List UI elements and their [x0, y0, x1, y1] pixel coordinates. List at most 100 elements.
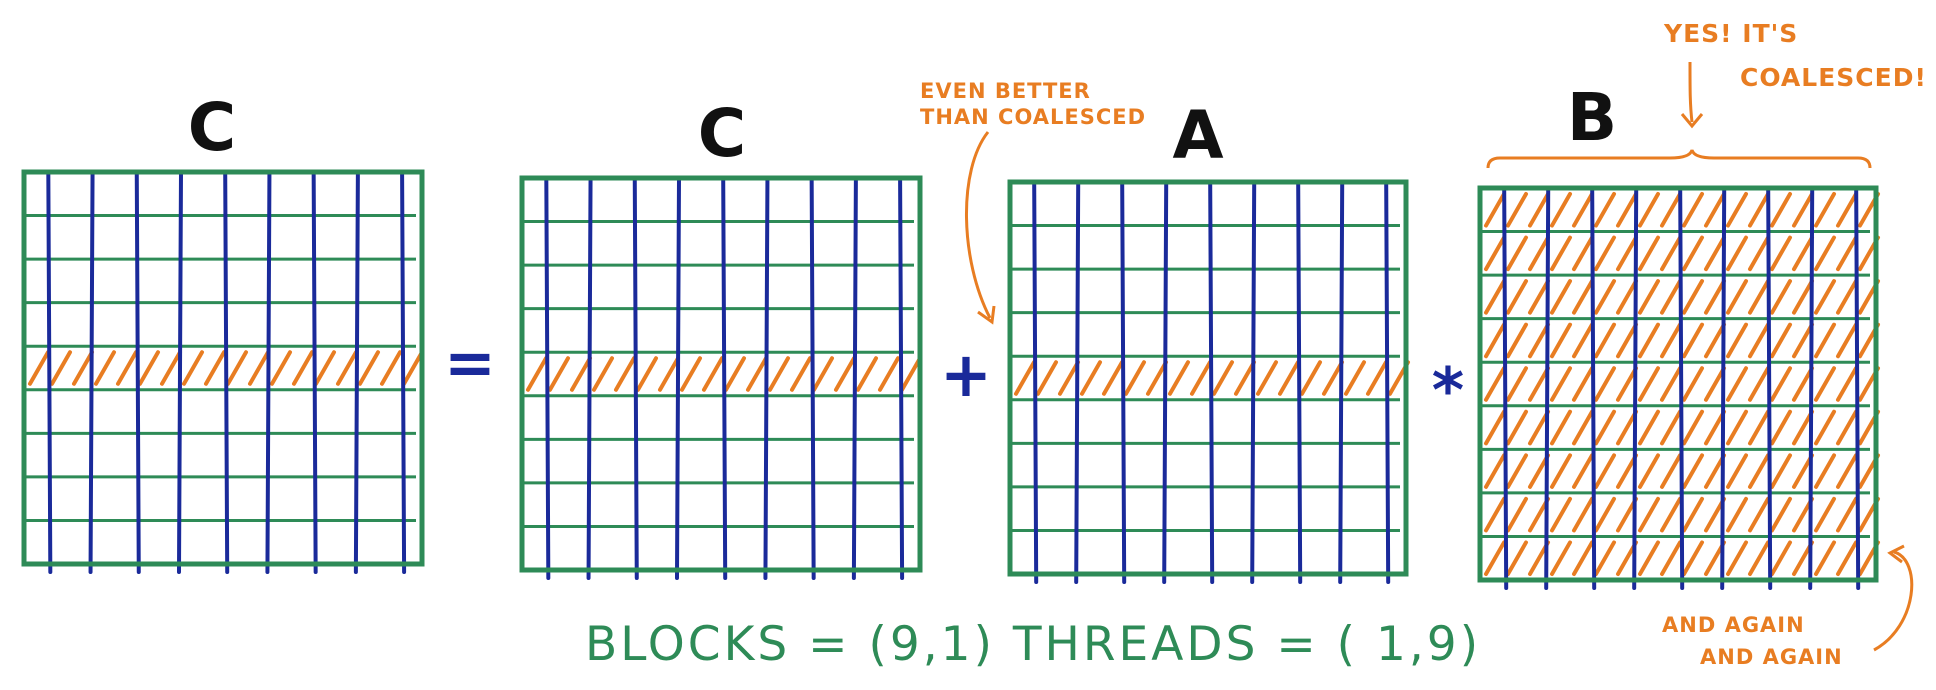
thread-column-line	[1074, 182, 1081, 584]
hatch-stroke	[768, 356, 790, 392]
hatch-stroke	[1682, 496, 1704, 533]
thread-column-line	[1544, 188, 1551, 590]
thread-column-line	[1590, 188, 1597, 590]
annotation-and-again: AND AGAIN AND AGAIN	[1662, 544, 1914, 669]
hatch-stroke	[336, 350, 358, 386]
hatch-stroke	[1704, 366, 1726, 402]
thread-column-line	[586, 178, 593, 580]
hatch-stroke	[1770, 409, 1792, 446]
thread-column-line	[809, 178, 816, 580]
hatch-stroke	[1660, 366, 1682, 402]
hatch-stroke	[1484, 235, 1506, 272]
hatch-stroke	[746, 356, 768, 392]
hatch-stroke	[1660, 409, 1682, 446]
matrix-label-a: A	[1172, 97, 1223, 174]
hatch-stroke	[1704, 409, 1726, 446]
hatch-stroke	[160, 350, 182, 386]
hatch-stroke	[1748, 453, 1770, 489]
hatch-stroke	[1344, 360, 1366, 396]
hatch-stroke	[1058, 360, 1080, 396]
hatch-stroke	[592, 356, 614, 392]
thread-column-line	[353, 172, 360, 574]
hatch-stroke	[1550, 322, 1572, 359]
hatch-stroke	[1594, 496, 1616, 533]
hatch-stroke	[1168, 360, 1190, 396]
hatch-stroke	[1770, 279, 1792, 315]
thread-column-line	[1338, 182, 1345, 584]
hatch-stroke	[1594, 235, 1616, 272]
hatch-stroke	[1748, 279, 1770, 315]
annotation-yes-coalesced-arrow	[1688, 61, 1694, 123]
hatch-stroke	[1528, 192, 1550, 228]
hatch-stroke	[1726, 366, 1748, 402]
hatch-stroke	[1638, 366, 1660, 402]
hatch-stroke	[94, 350, 116, 386]
hatch-stroke	[1748, 409, 1770, 446]
hatch-stroke	[1748, 366, 1770, 402]
plus-sign: +	[940, 338, 992, 411]
hatch-stroke	[1484, 540, 1506, 576]
hatch-stroke	[1792, 279, 1814, 315]
hatch-stroke	[724, 356, 746, 392]
thread-column-line	[1208, 182, 1215, 584]
hatch-stroke	[1682, 540, 1704, 576]
thread-column-line	[898, 178, 905, 580]
hatch-stroke	[1836, 453, 1858, 489]
annotation-and-again-line-2: AND AGAIN	[1700, 645, 1843, 669]
hatch-stroke	[1770, 496, 1792, 533]
hatch-stroke	[636, 356, 658, 392]
hatch-stroke	[1836, 192, 1858, 228]
hatch-stroke	[1484, 453, 1506, 489]
hatch-stroke	[1102, 360, 1124, 396]
hatch-stroke	[1528, 279, 1550, 315]
hatch-stroke	[1550, 366, 1572, 402]
hatch-stroke	[834, 356, 856, 392]
annotation-even-better-arrow	[965, 131, 992, 319]
matrix-label-c-out: C	[188, 89, 236, 166]
hatch-stroke	[1528, 409, 1550, 446]
matrix-border	[1477, 185, 1879, 583]
hatch-stroke	[1726, 322, 1748, 359]
hatch-stroke	[1748, 540, 1770, 576]
thread-column-line	[1720, 188, 1727, 590]
hatch-stroke	[1704, 235, 1726, 272]
hatch-stroke	[1814, 235, 1836, 272]
hatch-stroke	[1572, 409, 1594, 446]
hatch-stroke	[1770, 235, 1792, 272]
hatch-stroke	[1814, 409, 1836, 446]
hatch-stroke	[1792, 192, 1814, 228]
hatch-stroke	[1506, 496, 1528, 533]
hatch-stroke	[1748, 322, 1770, 359]
hatch-stroke	[548, 356, 570, 392]
hatch-stroke	[402, 350, 424, 386]
hatch-stroke	[1146, 360, 1168, 396]
thread-column-line	[1296, 182, 1303, 584]
hatch-stroke	[1550, 279, 1572, 315]
hatch-stroke	[1704, 322, 1726, 359]
hatch-stroke	[1572, 496, 1594, 533]
hatch-stroke	[1682, 192, 1704, 228]
hatch-stroke	[614, 356, 636, 392]
hatch-stroke	[812, 356, 834, 392]
hatch-stroke	[1638, 279, 1660, 315]
hatch-stroke	[570, 356, 592, 392]
hatch-stroke	[1836, 279, 1858, 315]
thread-column-line	[400, 172, 407, 574]
hatch-stroke	[1528, 235, 1550, 272]
hatch-stroke	[1484, 322, 1506, 359]
hatch-stroke	[1550, 453, 1572, 489]
hatch-stroke	[1594, 279, 1616, 315]
hatch-stroke	[1726, 453, 1748, 489]
hatch-stroke	[1704, 192, 1726, 228]
hatch-stroke	[1506, 540, 1528, 576]
hatch-stroke	[1616, 409, 1638, 446]
hatch-stroke	[1616, 322, 1638, 359]
hatch-stroke	[1726, 192, 1748, 228]
hatch-stroke	[1836, 366, 1858, 402]
hatch-stroke	[204, 350, 226, 386]
hatch-stroke	[1748, 235, 1770, 272]
hatch-stroke	[1506, 366, 1528, 402]
hatch-stroke	[1528, 366, 1550, 402]
thread-column-line	[1162, 182, 1169, 584]
annotation-and-again-line-1: AND AGAIN	[1662, 613, 1805, 637]
